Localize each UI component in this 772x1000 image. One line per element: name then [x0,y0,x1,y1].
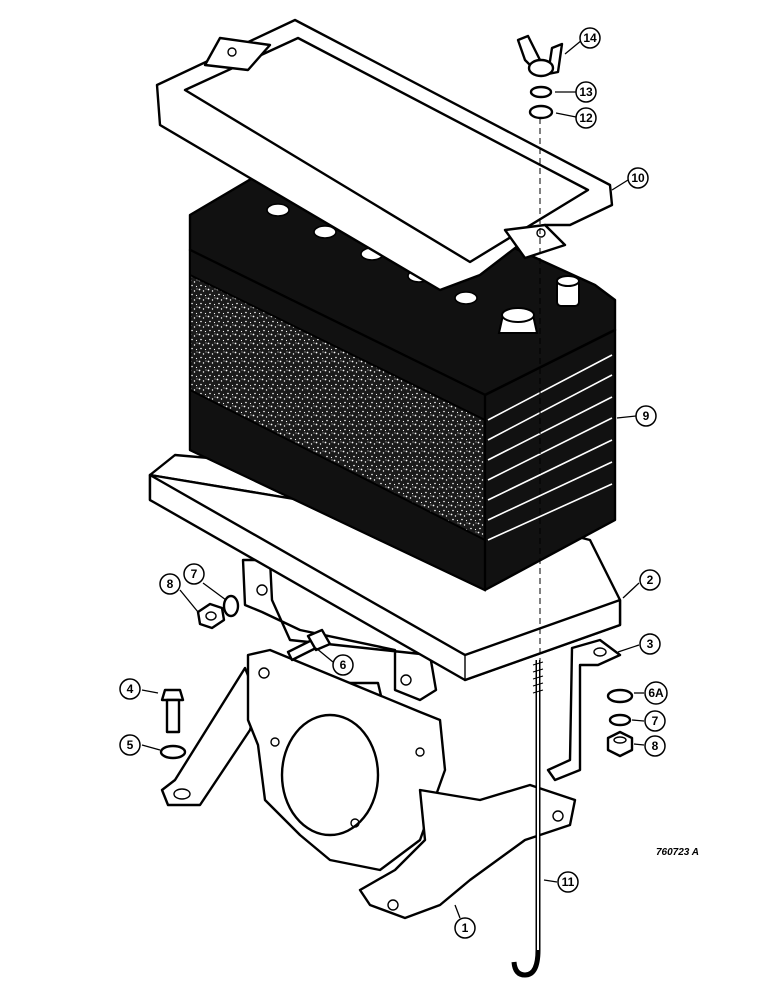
callout-label: 13 [579,85,593,99]
callout-11: 11 [557,871,579,893]
callout-label: 2 [647,573,654,587]
callout-7-right: 7 [644,710,666,732]
washer-6a [606,688,634,704]
washer-left [222,594,240,618]
callout-7-left: 7 [183,563,205,585]
callout-12: 12 [575,107,597,129]
nut-right [606,730,634,758]
callout-label: 3 [647,637,654,651]
callout-label: 11 [562,875,575,889]
callout-label: 4 [127,682,134,696]
callout-label: 10 [631,171,645,185]
bolt-4 [160,688,185,734]
callout-6: 6 [332,654,354,676]
callout-label: 8 [652,739,659,753]
washer-5 [159,744,187,760]
callout-1: 1 [454,917,476,939]
callout-label: 8 [167,577,174,591]
callout-label: 7 [652,714,659,728]
drawing-number: 760723 A [656,847,699,858]
washer-7-right [608,713,632,727]
j-bolt-rod [511,108,544,978]
callout-label: 14 [583,31,597,45]
callout-8-right: 8 [644,735,666,757]
wing-nut [516,34,564,78]
callout-label: 5 [127,738,134,752]
callout-8-left: 8 [159,573,181,595]
battery [188,140,617,592]
lock-washer-13 [529,85,553,99]
hold-down-frame [155,18,614,292]
mounting-bracket [160,558,577,920]
callout-label: 6A [648,686,664,700]
callout-6a: 6A [644,681,668,705]
flat-washer-12 [528,104,554,120]
callout-10: 10 [627,167,649,189]
callout-2: 2 [639,569,661,591]
callout-13: 13 [575,81,597,103]
callout-label: 12 [579,111,593,125]
nut-left [196,602,226,630]
callout-label: 6 [340,658,347,672]
callout-label: 7 [191,567,198,581]
callout-9: 9 [635,405,657,427]
callout-label: 1 [462,921,469,935]
callout-5: 5 [119,734,141,756]
callout-4: 4 [119,678,141,700]
callout-label: 9 [643,409,650,423]
leader-lines [141,39,645,919]
callout-14: 14 [579,27,601,49]
callout-3: 3 [639,633,661,655]
hook-bracket [546,638,622,782]
